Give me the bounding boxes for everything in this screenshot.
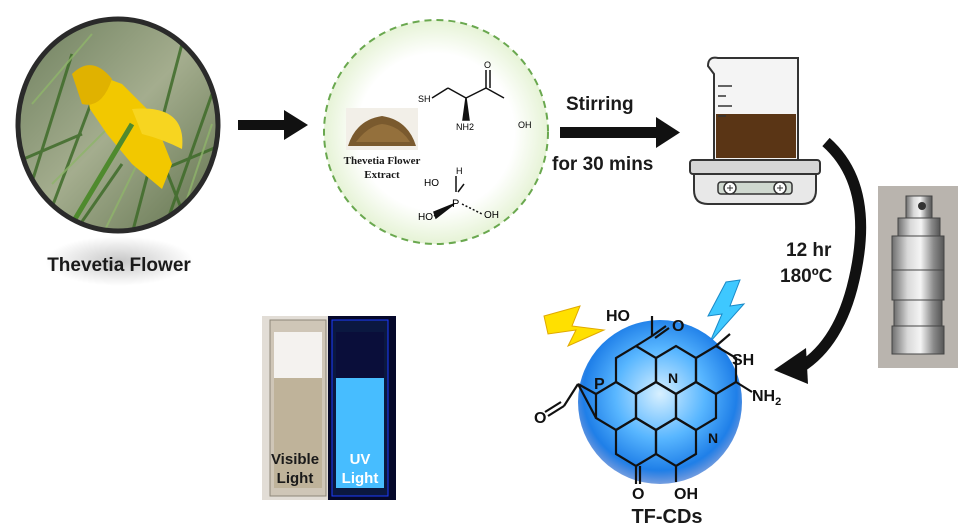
uv-light-label: UV Light	[332, 450, 388, 488]
product-o-top: O	[672, 318, 685, 335]
curved-arrow	[774, 138, 867, 384]
stirring-duration: for 30 mins	[552, 154, 654, 175]
uv-light-line2: Light	[341, 470, 379, 487]
phosphorous-ho-top: HO	[424, 178, 439, 189]
visible-light-label: Visible Light	[266, 450, 324, 488]
extract-label-line2: Extract	[364, 169, 400, 181]
phosphorous-oh-right: OH	[484, 210, 499, 221]
tf-cds-structure	[543, 279, 753, 484]
autoclave-photo	[878, 186, 958, 368]
thevetia-flower-photo	[15, 16, 221, 234]
lightning-bolt-yellow	[543, 305, 606, 348]
reaction-temperature: 180ºC	[780, 266, 833, 287]
product-p: P	[594, 376, 605, 393]
cuvettes-photo	[262, 316, 396, 500]
cysteine-sh: SH	[418, 94, 431, 104]
flower-label-shadow	[44, 236, 194, 286]
product-n1: N	[668, 370, 679, 386]
stirring-label: Stirring	[566, 94, 634, 115]
cysteine-o: O	[484, 60, 492, 70]
flower-label: Thevetia Flower	[47, 255, 191, 276]
extract-powder-image	[346, 108, 418, 150]
extract-label: Thevetia Flower Extract	[336, 154, 428, 182]
phosphorous-p: P	[452, 198, 460, 210]
phosphorous-ho-left: HO	[418, 212, 433, 223]
product-o-bottom: O	[632, 486, 645, 503]
phosphorous-acid-structure	[433, 176, 483, 220]
product-nh2-sub: 2	[775, 396, 782, 409]
phosphorous-h: H	[456, 166, 463, 176]
cysteine-nh2: NH2	[456, 122, 475, 132]
product-nh2: NH2	[752, 388, 781, 408]
reaction-time: 12 hr	[786, 240, 832, 261]
product-ho: HO	[606, 308, 630, 325]
beaker-stirrer	[689, 56, 821, 205]
cysteine-oh: OH	[518, 120, 532, 130]
arrow-right-1	[238, 110, 308, 140]
product-name: TF-CDs	[631, 506, 703, 528]
uv-light-line1: UV	[349, 451, 371, 468]
arrow-right-2	[560, 117, 680, 148]
cysteine-structure	[431, 70, 505, 121]
visible-light-line2: Light	[276, 470, 314, 487]
product-oh-bottom: OH	[674, 486, 698, 503]
product-o-left: O	[534, 410, 547, 427]
extract-circle	[323, 19, 549, 245]
product-n2: N	[708, 430, 719, 446]
extract-label-line1: Thevetia Flower	[343, 155, 421, 167]
product-nh2-main: NH	[752, 388, 776, 405]
lightning-bolt-cyan	[707, 279, 746, 343]
product-sh: SH	[732, 352, 755, 369]
visible-light-line1: Visible	[270, 451, 320, 468]
